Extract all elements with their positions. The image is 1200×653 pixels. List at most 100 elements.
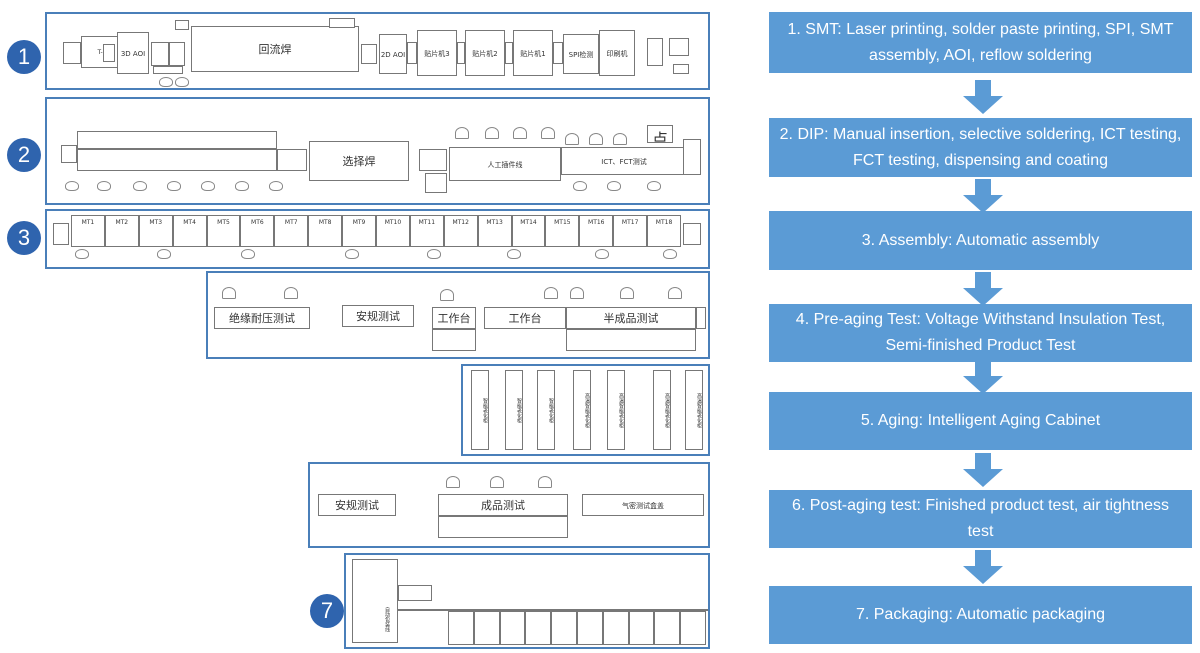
safety-test-station-2: 安规测试 [318,494,396,516]
packing-bay [525,611,552,645]
operator-seat [235,181,249,191]
packing-bays [448,611,706,645]
operator-seat [485,127,499,139]
assembly-station: MT10 [376,215,410,247]
operator-seat [620,287,634,299]
buffer-unit [277,149,307,171]
operator-seat [668,287,682,299]
operator-seat [570,287,584,299]
loader-unit [673,64,689,74]
assembly-station: MT15 [545,215,580,247]
packing-bay [473,611,500,645]
aging-cabinet: 高温智能老化柜 [685,370,703,450]
operator-seat [565,133,579,145]
assembly-station: MT6 [240,215,275,247]
assembly-station: MT14 [511,215,546,247]
operator-seat [222,287,236,299]
mounter-3: 贴片机3 [417,30,457,76]
line-end-unit [683,223,701,245]
post-aging-test-panel: 安规测试 成品测试 气密测试盒盖 [308,462,710,548]
finished-product-test-station: 成品测试 [438,494,568,516]
operator-seat [490,476,504,488]
aging-cabinets: 智能老化柜智能老化柜智能老化柜高温智能老化柜高温智能老化柜高温智能老化柜高温智能… [467,370,705,452]
transfer-unit [457,42,465,64]
safety-test-station: 安规测试 [342,305,414,327]
operator-seat [663,249,677,259]
packing-bay [448,611,474,645]
operator-seat [201,181,215,191]
operator-seat [269,181,283,191]
packing-bay [602,611,629,645]
semi-finished-test-station: 半成品测试 [566,307,696,329]
assembly-station: MT16 [579,215,614,247]
packing-bay [499,611,526,645]
reflow-oven: 回流焊 [191,26,359,72]
loader-unit [669,38,689,56]
assembly-station: MT2 [104,215,139,247]
assembly-station: MT13 [477,215,512,247]
flow-arrow-down-icon [963,453,1003,487]
buffer-unit-b [169,42,185,66]
loader-unit [647,38,663,66]
insertion-line-top [77,131,277,149]
operator-seat [647,181,661,191]
packing-conveyor [398,609,708,611]
step-5-aging: 5. Aging: Intelligent Aging Cabinet [769,392,1192,450]
packing-bay [551,611,577,645]
transfer-unit [407,42,417,64]
buffer-unit-a [151,42,169,66]
packing-bay [680,611,706,645]
conveyor-2 [103,44,115,62]
transfer-unit [505,42,513,64]
buffer-unit-c [175,20,189,30]
packing-bay [654,611,681,645]
line-end-unit [53,223,69,245]
test-fixture [425,173,447,193]
assembly-station: MT7 [274,215,309,247]
packing-unit [352,559,398,643]
operator-seat [241,249,255,259]
flow-arrow-down-icon [963,272,1003,306]
test-fixture [566,329,696,351]
line-1-marker: 1 [7,40,41,74]
operator-seat [507,249,521,259]
step-3-assembly: 3. Assembly: Automatic assembly [769,211,1192,270]
air-tightness-test-station: 气密测试盒盖 [582,494,704,516]
assembly-station: MT17 [613,215,648,247]
assembly-station: MT5 [206,215,241,247]
operator-seat [133,181,147,191]
printer-unit: 印刷机 [599,30,635,76]
pre-aging-test-panel: 绝缘耐压测试 安规测试 工作台 工作台 半成品测试 [206,271,710,359]
assembly-station: MT11 [409,215,444,247]
feeder-unit [398,585,432,601]
spi-unit: SPI检测 [563,34,599,74]
operator-seat [75,249,89,259]
aging-cabinet: 高温智能老化柜 [573,370,591,450]
test-fixture [432,329,476,351]
buffer-unit-d [153,66,183,74]
operator-seat [284,287,298,299]
smt-line-panel: T-BK 3D AOI 回流焊 2D AOI 贴片机3 贴片机2 贴片机1 SP… [45,12,710,90]
step-1-smt: 1. SMT: Laser printing, solder paste pri… [769,12,1192,73]
operator-seat [455,127,469,139]
end-unit [696,307,706,329]
operator-seat [159,77,173,87]
aging-cabinet: 高温智能老化柜 [607,370,625,450]
aging-panel: 智能老化柜智能老化柜智能老化柜高温智能老化柜高温智能老化柜高温智能老化柜高温智能… [461,364,710,456]
flow-arrow-down-icon [963,179,1003,213]
packing-bay [628,611,655,645]
transfer-unit [361,44,377,64]
test-fixture [438,516,568,538]
operator-seat [595,249,609,259]
buffer-unit [419,149,447,171]
flow-arrow-down-icon [963,80,1003,114]
transfer-unit [553,42,563,64]
operator-seat [573,181,587,191]
assembly-station: MT9 [342,215,376,247]
assembly-station: MT8 [308,215,343,247]
auto-packaging-label: 自动包装线 [376,599,390,639]
assembly-station: MT1 [71,215,105,247]
mounter-1: 贴片机1 [513,30,553,76]
